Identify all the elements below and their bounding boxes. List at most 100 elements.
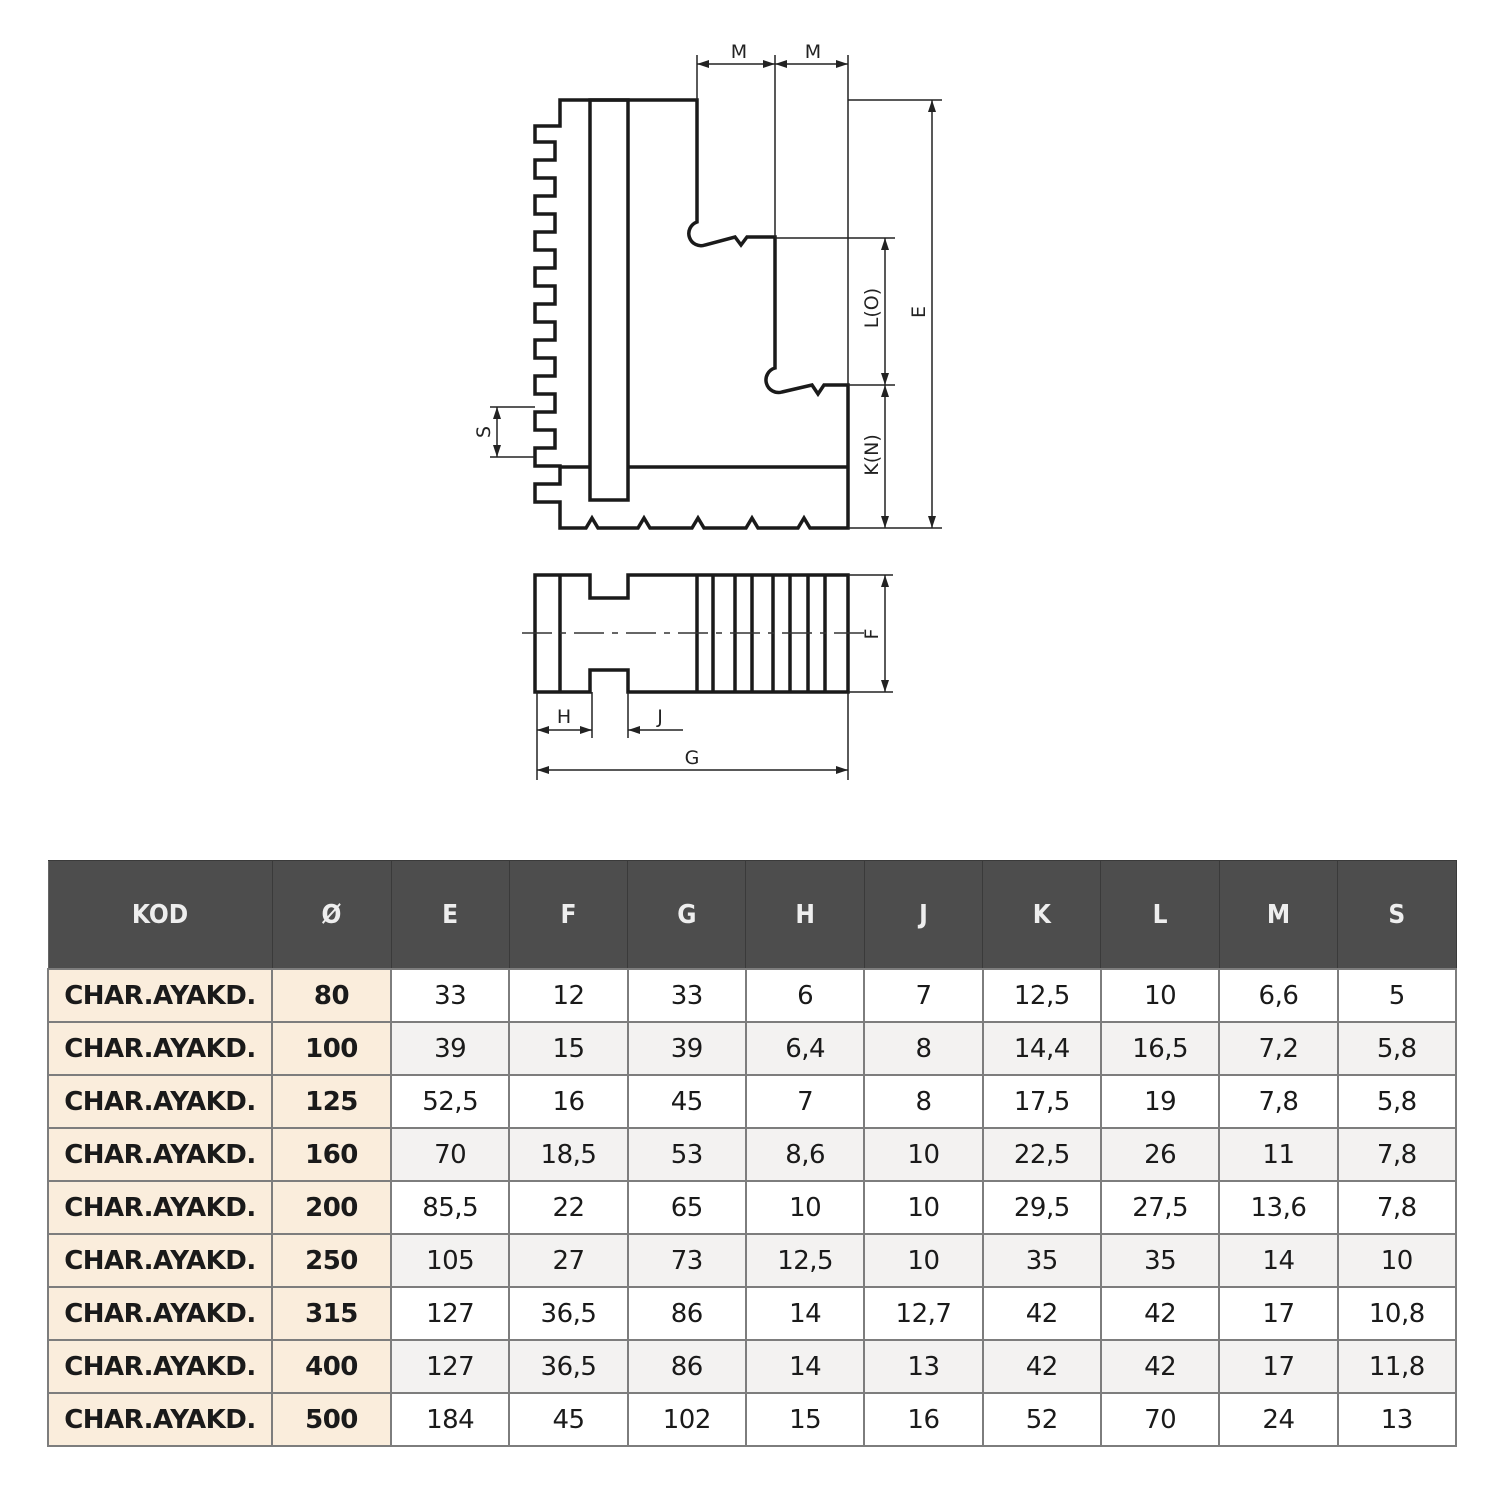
dim-label-g: G [685, 747, 700, 769]
table-cell-k: 42 [981, 1339, 1102, 1394]
table-cell-g: 73 [626, 1233, 747, 1288]
table-cell-diameter: 125 [271, 1074, 392, 1129]
table-cell-m: 7,2 [1218, 1021, 1339, 1076]
table-cell-k: 35 [981, 1233, 1102, 1288]
table-cell-j: 13 [863, 1339, 984, 1394]
chuck-jaw-technical-drawing: M M E L(O) K(N) S F H J G [473, 41, 942, 780]
table-cell-l: 35 [1099, 1233, 1221, 1288]
column-header-diameter: Ø [271, 860, 392, 970]
table-cell-l: 27,5 [1099, 1180, 1221, 1235]
table-cell-diameter: 100 [271, 1021, 392, 1076]
table-cell-e: 70 [389, 1127, 511, 1182]
table-cell-s: 7,8 [1336, 1180, 1458, 1235]
table-cell-m: 7,8 [1218, 1074, 1339, 1129]
column-header-j: J [863, 860, 984, 970]
table-cell-g: 53 [626, 1127, 747, 1182]
table-cell-h: 14 [744, 1339, 866, 1394]
table-cell-h: 15 [744, 1392, 866, 1447]
table-cell-g: 45 [626, 1074, 747, 1129]
column-header-g: G [627, 860, 747, 970]
table-cell-e: 33 [389, 968, 511, 1023]
table-cell-s: 10,8 [1336, 1286, 1458, 1341]
table-cell-diameter: 400 [271, 1339, 392, 1394]
table-cell-s: 5 [1336, 968, 1458, 1023]
table-cell-g: 86 [626, 1339, 747, 1394]
table-cell-k: 29,5 [981, 1180, 1102, 1235]
table-cell-j: 16 [863, 1392, 984, 1447]
table-cell-e: 39 [389, 1021, 511, 1076]
table-cell-k: 52 [981, 1392, 1102, 1447]
table-cell-m: 24 [1218, 1392, 1339, 1447]
table-cell-diameter: 200 [271, 1180, 392, 1235]
table-cell-kod: CHAR.AYAKD. [47, 1074, 273, 1129]
table-cell-m: 14 [1218, 1233, 1339, 1288]
table-cell-h: 12,5 [744, 1233, 866, 1288]
column-header-h: H [745, 860, 865, 970]
table-cell-kod: CHAR.AYAKD. [47, 1286, 273, 1341]
table-cell-l: 42 [1099, 1339, 1221, 1394]
table-cell-f: 27 [508, 1233, 629, 1288]
table-cell-l: 19 [1099, 1074, 1221, 1129]
table-cell-g: 65 [626, 1180, 747, 1235]
column-header-kod: KOD [47, 860, 273, 970]
table-cell-l: 16,5 [1099, 1021, 1221, 1076]
table-cell-h: 14 [744, 1286, 866, 1341]
table-cell-h: 7 [744, 1074, 866, 1129]
dim-label-s: S [473, 426, 495, 438]
table-cell-e: 105 [389, 1233, 511, 1288]
table-cell-g: 33 [626, 968, 747, 1023]
table-cell-s: 11,8 [1336, 1339, 1458, 1394]
table-cell-s: 5,8 [1336, 1074, 1458, 1129]
table-cell-h: 8,6 [744, 1127, 866, 1182]
table-cell-e: 85,5 [389, 1180, 511, 1235]
table-cell-f: 36,5 [508, 1286, 629, 1341]
table-cell-kod: CHAR.AYAKD. [47, 1339, 273, 1394]
dimension-arrows [493, 60, 936, 774]
table-cell-kod: CHAR.AYAKD. [47, 1392, 273, 1447]
table-cell-h: 10 [744, 1180, 866, 1235]
table-cell-f: 12 [508, 968, 629, 1023]
table-cell-diameter: 80 [271, 968, 392, 1023]
dim-label-kn: K(N) [861, 434, 883, 476]
column-header-l: L [1100, 860, 1220, 970]
column-header-e: E [390, 860, 510, 970]
table-cell-m: 13,6 [1218, 1180, 1339, 1235]
table-cell-e: 184 [389, 1392, 511, 1447]
table-cell-kod: CHAR.AYAKD. [47, 968, 273, 1023]
table-cell-diameter: 500 [271, 1392, 392, 1447]
table-cell-j: 10 [863, 1127, 984, 1182]
table-cell-m: 11 [1218, 1127, 1339, 1182]
dim-label-e: E [908, 306, 930, 318]
table-cell-e: 127 [389, 1339, 511, 1394]
table-cell-k: 42 [981, 1286, 1102, 1341]
dim-label-lo: L(O) [861, 288, 883, 328]
table-cell-kod: CHAR.AYAKD. [47, 1180, 273, 1235]
column-header-m: M [1218, 860, 1339, 970]
dim-label-m2: M [805, 41, 821, 63]
table-cell-m: 6,6 [1218, 968, 1339, 1023]
table-cell-f: 15 [508, 1021, 629, 1076]
table-cell-m: 17 [1218, 1286, 1339, 1341]
column-header-k: K [982, 860, 1102, 970]
dim-label-h: H [557, 706, 571, 728]
table-cell-e: 52,5 [389, 1074, 511, 1129]
table-cell-kod: CHAR.AYAKD. [47, 1127, 273, 1182]
table-cell-l: 26 [1099, 1127, 1221, 1182]
table-cell-l: 42 [1099, 1286, 1221, 1341]
dim-label-f: F [861, 629, 883, 640]
table-cell-h: 6,4 [744, 1021, 866, 1076]
table-cell-l: 70 [1099, 1392, 1221, 1447]
table-cell-j: 10 [863, 1233, 984, 1288]
table-cell-diameter: 250 [271, 1233, 392, 1288]
table-cell-s: 13 [1336, 1392, 1458, 1447]
table-cell-j: 8 [863, 1021, 984, 1076]
table-cell-e: 127 [389, 1286, 511, 1341]
